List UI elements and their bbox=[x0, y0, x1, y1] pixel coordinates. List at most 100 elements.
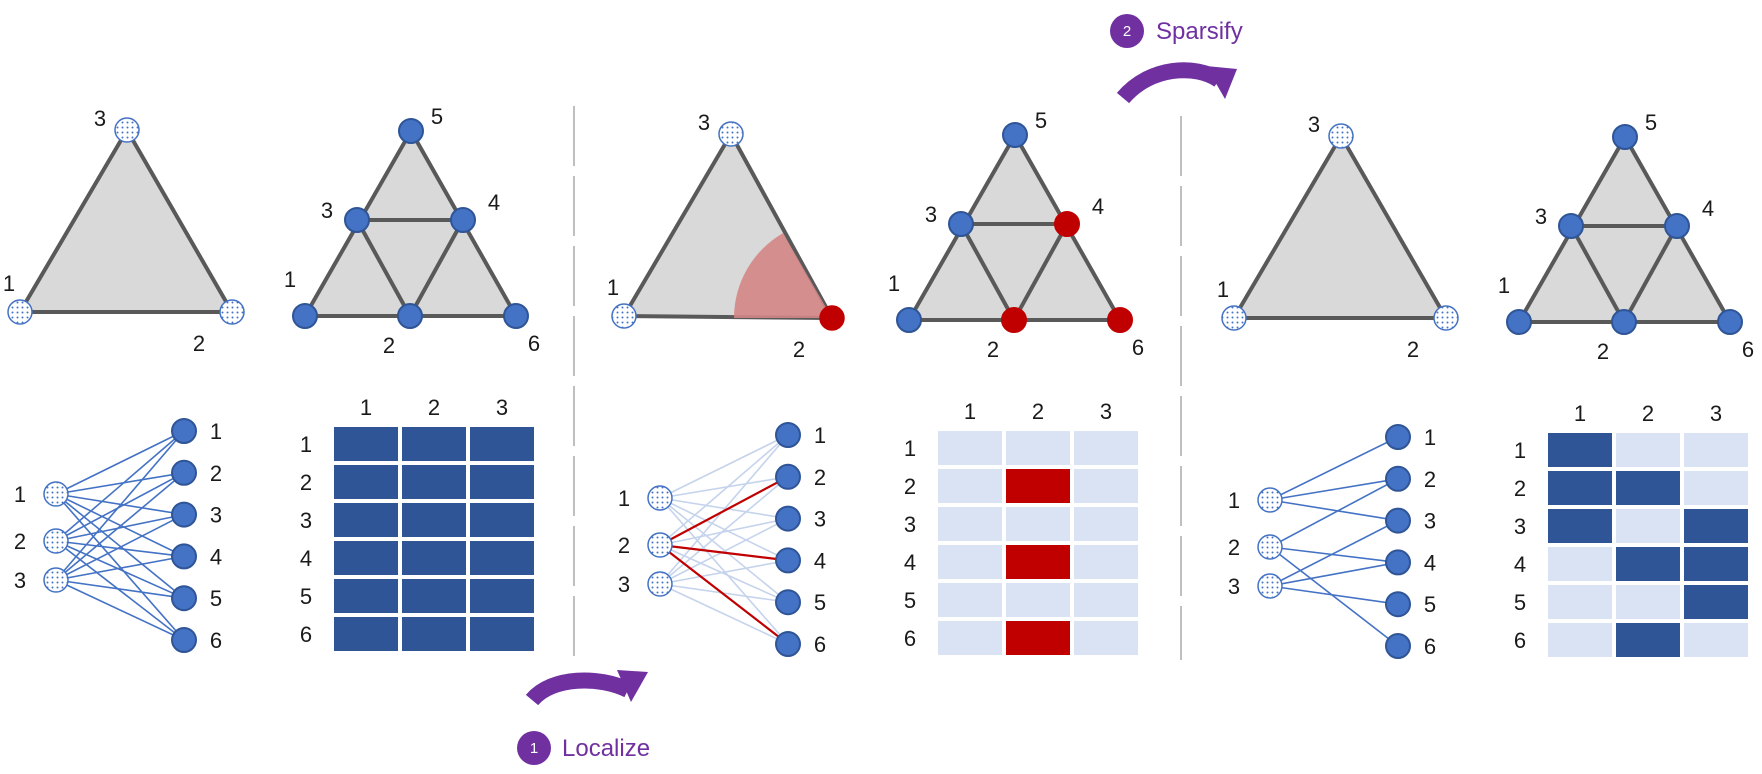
matrix-cell bbox=[1074, 583, 1138, 617]
step-localize: 1 Localize bbox=[517, 670, 650, 765]
matrix-col-label-1: 1 bbox=[964, 399, 976, 424]
bipartite-edge bbox=[55, 493, 185, 641]
matrix-cell bbox=[1684, 623, 1748, 657]
fine-node-label-1: 1 bbox=[1498, 273, 1510, 298]
bipartite-fine-node-5 bbox=[775, 589, 801, 616]
bipartite-fine-node-2 bbox=[1385, 465, 1411, 492]
bipartite-edge bbox=[1269, 519, 1399, 587]
matrix-cell bbox=[1616, 509, 1680, 543]
matrix-col-label-1: 1 bbox=[360, 395, 372, 420]
matrix-row-label-1: 1 bbox=[300, 432, 312, 457]
bipartite-fine-node-3 bbox=[1385, 507, 1411, 534]
bipartite-fine-node-1 bbox=[775, 422, 801, 448]
fine-node-label-5: 5 bbox=[1645, 110, 1657, 135]
bipartite-edge bbox=[659, 517, 789, 585]
bipartite-edge bbox=[1269, 499, 1399, 522]
arrowhead-1 bbox=[617, 670, 648, 702]
fine-node-label-6: 6 bbox=[528, 331, 540, 356]
coarse-node-label-3: 3 bbox=[94, 106, 106, 131]
coarse-mesh: 123 bbox=[3, 106, 245, 356]
bipartite-edge bbox=[659, 434, 789, 499]
fine-triangle-fill bbox=[1519, 137, 1730, 322]
fine-node-label-6: 6 bbox=[1132, 335, 1144, 360]
matrix-cell bbox=[334, 541, 398, 575]
matrix-cell bbox=[334, 427, 398, 461]
step-badge-1 bbox=[517, 731, 551, 765]
fine-node-2 bbox=[397, 303, 423, 329]
fine-node-6 bbox=[1717, 309, 1743, 335]
matrix-row-label-1: 1 bbox=[904, 436, 916, 461]
matrix-cell bbox=[1006, 431, 1070, 465]
bipartite-fine-label-6: 6 bbox=[210, 628, 222, 653]
matrix-cell bbox=[470, 503, 534, 537]
bipartite-fine-label-5: 5 bbox=[210, 586, 222, 611]
coarse-node-2 bbox=[1433, 305, 1459, 331]
fine-node-4 bbox=[1664, 213, 1690, 239]
coarse-node-1 bbox=[1221, 305, 1247, 331]
bipartite-coarse-node-3 bbox=[1257, 573, 1283, 599]
fine-node-2 bbox=[1611, 309, 1637, 335]
bipartite-coarse-node-1 bbox=[647, 485, 673, 511]
matrix-cell bbox=[1684, 509, 1748, 543]
bipartite-fine-label-1: 1 bbox=[814, 423, 826, 448]
fine-edge bbox=[959, 222, 1016, 322]
matrix-row-label-5: 5 bbox=[904, 588, 916, 613]
coarse-node-label-1: 1 bbox=[607, 275, 619, 300]
fine-node-6 bbox=[503, 303, 529, 329]
matrix-row-label-2: 2 bbox=[300, 470, 312, 495]
matrix-row-label-2: 2 bbox=[904, 474, 916, 499]
bipartite-coarse-label-2: 2 bbox=[618, 533, 630, 558]
matrix-cell bbox=[1684, 585, 1748, 619]
bipartite-fine-label-2: 2 bbox=[210, 461, 222, 486]
fine-node-5 bbox=[398, 118, 424, 144]
bipartite-fine-node-4 bbox=[1385, 549, 1411, 576]
bipartite-coarse-label-1: 1 bbox=[618, 486, 630, 511]
bipartite-coarse-node-3 bbox=[43, 567, 69, 593]
bipartite-fine-node-3 bbox=[171, 501, 197, 528]
fine-node-5 bbox=[1612, 124, 1638, 150]
fine-node-label-1: 1 bbox=[284, 267, 296, 292]
matrix-col-label-3: 3 bbox=[496, 395, 508, 420]
fine-node-label-4: 4 bbox=[488, 190, 500, 215]
bipartite-edge bbox=[55, 540, 185, 558]
step-number-1: 1 bbox=[530, 740, 538, 757]
fine-node-label-6: 6 bbox=[1742, 337, 1754, 362]
bipartite-coarse-label-2: 2 bbox=[1228, 535, 1240, 560]
fine-node-3 bbox=[344, 207, 370, 233]
bipartite-edge bbox=[659, 497, 789, 603]
bipartite-edge bbox=[659, 559, 789, 585]
matrix-cell bbox=[1006, 583, 1070, 617]
bipartite-edge bbox=[55, 513, 185, 581]
matrix-cell bbox=[938, 469, 1002, 503]
matrix-cell bbox=[1074, 469, 1138, 503]
matrix-cell bbox=[1006, 545, 1070, 579]
bipartite-fine-label-2: 2 bbox=[814, 465, 826, 490]
fine-edge bbox=[1622, 224, 1679, 324]
matrix-cell bbox=[402, 617, 466, 651]
matrix-cell bbox=[1548, 509, 1612, 543]
bipartite-fine-node-4 bbox=[775, 547, 801, 574]
matrix-row-label-3: 3 bbox=[1514, 514, 1526, 539]
bipartite-edge bbox=[55, 430, 185, 542]
bipartite-coarse-node-2 bbox=[647, 532, 673, 558]
matrix-row-label-6: 6 bbox=[300, 622, 312, 647]
step-badge-2 bbox=[1110, 14, 1144, 48]
fine-node-label-1: 1 bbox=[888, 271, 900, 296]
bipartite-coarse-node-2 bbox=[1257, 534, 1283, 560]
matrix-cell bbox=[1548, 623, 1612, 657]
coarse-node-label-2: 2 bbox=[1407, 337, 1419, 362]
matrix-cell bbox=[938, 431, 1002, 465]
matrix-row-label-2: 2 bbox=[1514, 476, 1526, 501]
fine-node-1 bbox=[1506, 309, 1532, 335]
fine-node-label-2: 2 bbox=[987, 337, 999, 362]
matrix-cell bbox=[470, 579, 534, 613]
bipartite-fine-label-5: 5 bbox=[1424, 592, 1436, 617]
bipartite-edge bbox=[659, 583, 789, 603]
step-number-2: 2 bbox=[1123, 23, 1131, 40]
coarse-node-3 bbox=[1328, 123, 1354, 149]
matrix-cell bbox=[402, 503, 466, 537]
bipartite-edge-highlight bbox=[659, 544, 789, 645]
fine-edge bbox=[355, 218, 412, 318]
matrix-col-label-3: 3 bbox=[1710, 401, 1722, 426]
